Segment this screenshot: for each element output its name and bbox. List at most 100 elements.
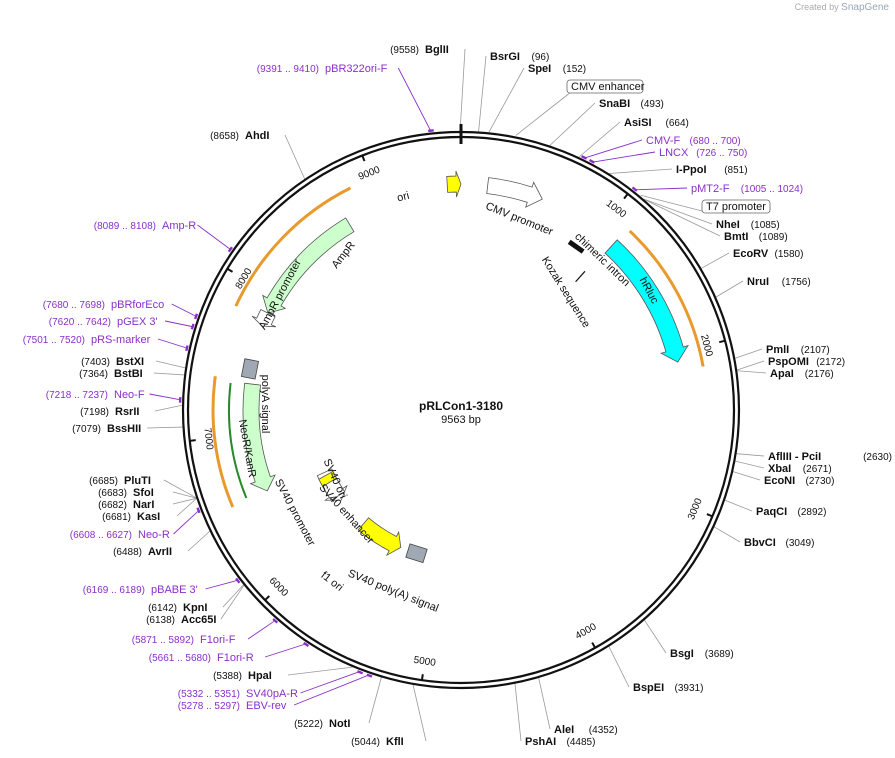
- tick-mark: [706, 513, 713, 518]
- primer-position: (680 .. 700): [690, 136, 741, 147]
- primer-connector: [293, 674, 370, 706]
- snapgene-brand: SnapGene: [841, 2, 889, 13]
- snapgene-credit: Created by SnapGene: [795, 2, 889, 13]
- primer-position: (5661 .. 5680): [149, 653, 211, 664]
- sv40-enhancer-box: [322, 477, 346, 501]
- tick-label: 9000: [357, 164, 382, 182]
- site-position: (7403): [81, 357, 110, 368]
- site-bstbi: BstBI: [114, 368, 143, 380]
- primer-pbabe-3: pBABE 3': [151, 584, 198, 596]
- site-nari: NarI: [133, 499, 154, 511]
- site-connector: [368, 677, 382, 724]
- site-ecorv: EcoRV: [733, 248, 769, 260]
- primer-connector: [591, 151, 656, 163]
- sv40-promoter-label: SV40 promoter: [272, 477, 317, 548]
- site-position: (7364): [79, 369, 108, 380]
- site-connector: [284, 134, 306, 180]
- site-nrui: NruI: [747, 276, 769, 288]
- site-position: (5388): [213, 671, 242, 682]
- tick-mark: [361, 155, 366, 162]
- primer-amp-r: Amp-R: [162, 220, 196, 232]
- primer-pmt2-f: pMT2-F: [691, 183, 730, 195]
- primer-sv40pa-r: SV40pA-R: [246, 688, 298, 700]
- primer-arrow: [581, 155, 588, 160]
- plasmid-name: pRLCon1-3180: [419, 399, 503, 413]
- site-connector: [715, 280, 744, 298]
- kozak-sequence-mark: [575, 270, 586, 283]
- site-sfoi: SfoI: [133, 487, 154, 499]
- cmv-enhancer-box: [566, 79, 644, 94]
- site-position: (96): [532, 52, 550, 63]
- site-bglii: BglII: [425, 44, 449, 56]
- site-econi: EcoNI: [764, 475, 795, 487]
- site-position: (851): [724, 165, 747, 176]
- sv40-poly-a-signal-box: [405, 543, 428, 564]
- tick-label: 5000: [413, 655, 437, 669]
- primer-arrow: [190, 323, 195, 330]
- site-bsgi: BsgI: [670, 648, 694, 660]
- primer-position: (726 .. 750): [696, 148, 747, 159]
- site-position: (8658): [210, 131, 239, 142]
- primer-connector: [157, 338, 189, 349]
- primer-position: (5332 .. 5351): [178, 689, 240, 700]
- site-position: (493): [641, 99, 664, 110]
- polya-signal-label: polyA signal: [259, 375, 271, 434]
- primer-cmv-f: CMV-F: [646, 135, 681, 147]
- t7-promoter-label: T7 promoter: [706, 201, 766, 213]
- site-position: (664): [666, 118, 689, 129]
- site-connector: [172, 491, 197, 499]
- hrluc-arrow: [604, 239, 689, 363]
- site-paqci: PaqCI: [756, 506, 787, 518]
- site-pmli: PmlI: [766, 344, 789, 356]
- site-pshai: PshAI: [525, 736, 556, 748]
- primer-pbrforeco: pBRforEco: [111, 299, 164, 311]
- site-apai: ApaI: [770, 368, 794, 380]
- site-kasi: KasI: [137, 511, 160, 523]
- site-position: (152): [563, 64, 586, 75]
- sv40-poly-a-signal-label: SV40 poly(A) signal: [346, 568, 440, 615]
- site-position: (1089): [759, 232, 788, 243]
- site-spei: SpeI: [528, 63, 551, 75]
- primer-arrow: [235, 577, 241, 584]
- primer-arrow: [428, 129, 434, 133]
- site-position: (1580): [775, 249, 804, 260]
- primer-connector: [205, 579, 239, 590]
- primer-position: (7218 .. 7237): [46, 390, 108, 401]
- primer-connector: [264, 643, 307, 658]
- site-connector: [538, 677, 551, 730]
- site-connector: [172, 497, 197, 505]
- site-connector: [187, 530, 210, 552]
- tick-label: 4000: [574, 621, 599, 642]
- site-position: (6142): [148, 603, 177, 614]
- site-connector: [146, 426, 183, 429]
- site-connector: [735, 460, 765, 469]
- site-position: (2671): [803, 464, 832, 475]
- ori-label: ori: [396, 190, 411, 205]
- site-i-ppoi: I-PpoI: [676, 164, 707, 176]
- site-position: (2107): [801, 345, 830, 356]
- primer-arrow: [272, 618, 279, 624]
- site-connector: [220, 585, 245, 620]
- site-connector: [412, 684, 427, 742]
- site-rsrii: RsrII: [115, 406, 139, 418]
- cmv-promoter-label: CMV promoter: [484, 200, 555, 238]
- site-acc65i: Acc65I: [181, 614, 216, 626]
- site-connector: [643, 198, 713, 225]
- site-position: (2176): [805, 369, 834, 380]
- site-connector: [478, 55, 487, 132]
- t7-promoter-box: [701, 199, 771, 214]
- primer-f1ori-r: F1ori-R: [217, 652, 254, 664]
- site-pspomi: PspOMI: [768, 356, 809, 368]
- site-position: (6488): [113, 547, 142, 558]
- primer-connector: [171, 303, 198, 318]
- chimeric-intron-mark: [567, 239, 585, 254]
- site-bspei: BspEI: [633, 682, 664, 694]
- primer-connector: [300, 670, 361, 694]
- site-bstxi: BstXI: [116, 356, 144, 368]
- site-ahdi: AhdI: [245, 130, 269, 142]
- primer-f1ori-f: F1ori-F: [200, 634, 236, 646]
- site-connector: [736, 453, 765, 457]
- site-position: (6682): [98, 500, 127, 511]
- site-connector: [701, 252, 730, 269]
- site-connector: [153, 372, 185, 376]
